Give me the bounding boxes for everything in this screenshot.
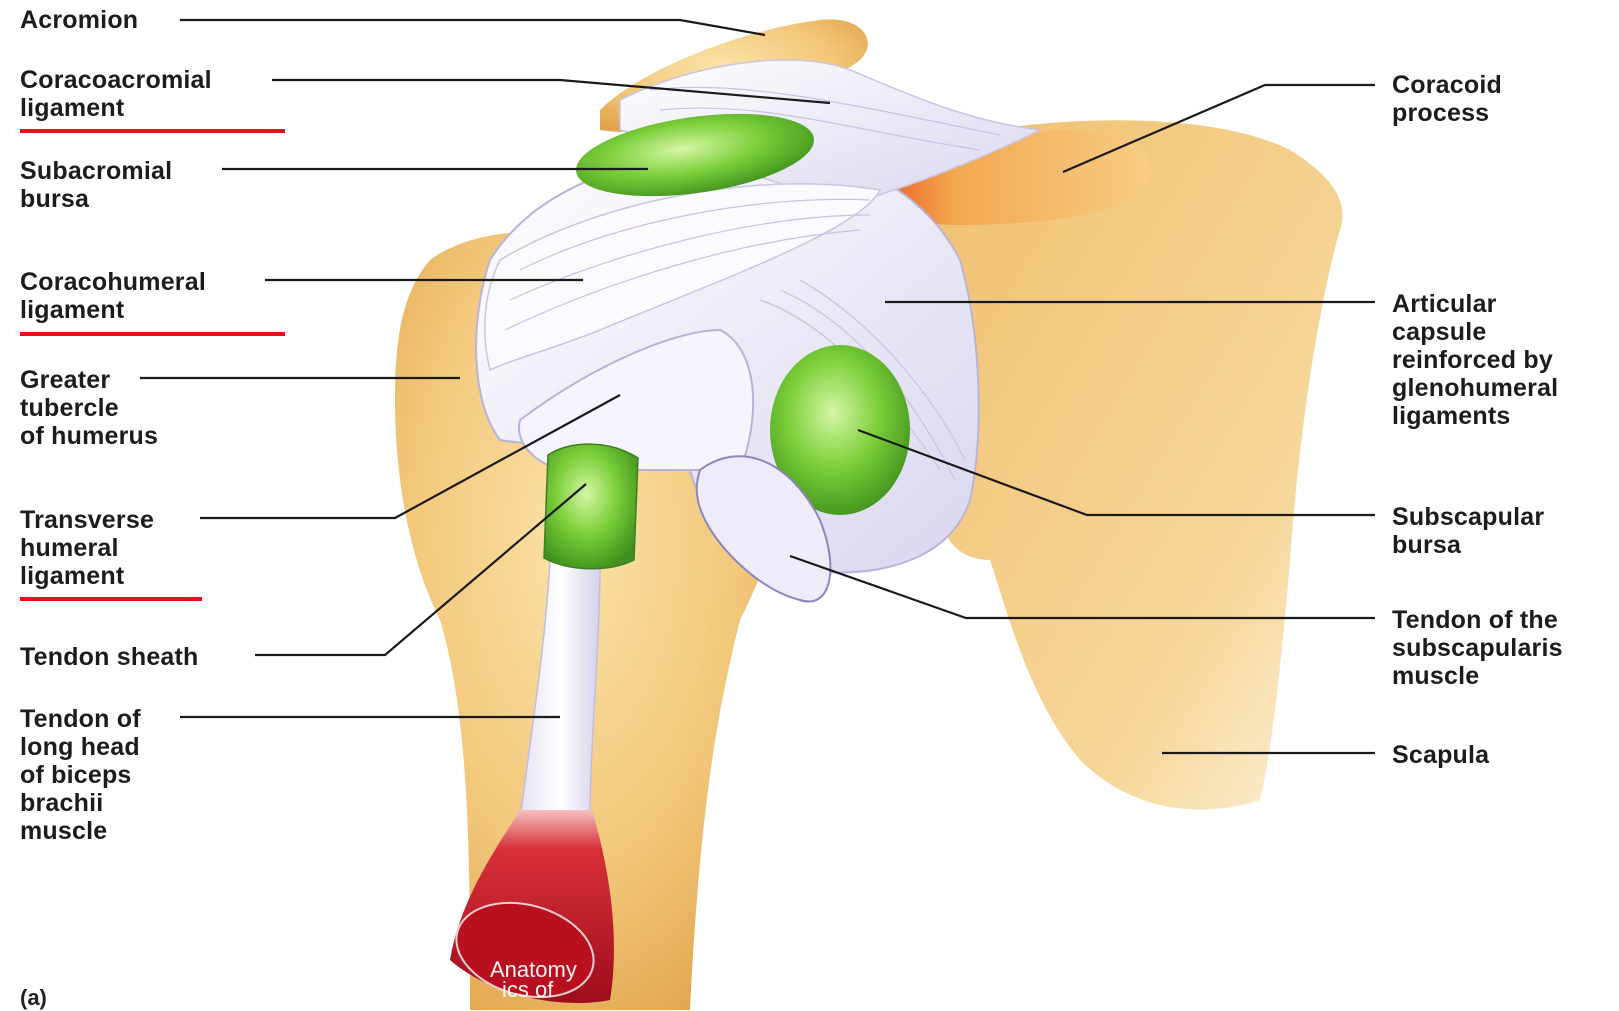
label-coracohumeral-ligament: Coracohumeral ligament bbox=[20, 268, 206, 324]
label-articular-line-4: glenohumeral bbox=[1392, 374, 1558, 402]
label-greater-tubercle-line-2: tubercle bbox=[20, 394, 158, 422]
label-subscapular-bursa-line-2: bursa bbox=[1392, 531, 1544, 559]
label-coracohumeral-line-1: Coracohumeral bbox=[20, 268, 206, 296]
label-transverse-line-2: humeral bbox=[20, 534, 154, 562]
label-subacromial-line-1: Subacromial bbox=[20, 157, 172, 185]
label-coracoacromial-line-2: ligament bbox=[20, 94, 212, 122]
panel-label: (a) bbox=[20, 985, 47, 1011]
label-biceps-line-1: Tendon of bbox=[20, 705, 141, 733]
label-coracoacromial-ligament: Coracoacromial ligament bbox=[20, 66, 212, 122]
label-subacromial-bursa: Subacromial bursa bbox=[20, 157, 172, 213]
label-biceps-line-5: muscle bbox=[20, 817, 141, 845]
label-acromion: Acromion bbox=[20, 6, 138, 34]
label-articular-line-1: Articular bbox=[1392, 290, 1558, 318]
label-acromion-line-1: Acromion bbox=[20, 6, 138, 34]
watermark: Anatomy ics of bbox=[490, 960, 577, 1000]
label-articular-capsule: Articular capsule reinforced by glenohum… bbox=[1392, 290, 1558, 430]
label-biceps-tendon: Tendon of long head of biceps brachii mu… bbox=[20, 705, 141, 845]
label-subscapularis-tendon: Tendon of the subscapularis muscle bbox=[1392, 606, 1563, 690]
label-subscapularis-line-2: subscapularis bbox=[1392, 634, 1563, 662]
label-greater-tubercle-line-1: Greater bbox=[20, 366, 158, 394]
label-coracoid-line-1: Coracoid bbox=[1392, 71, 1502, 99]
label-subscapularis-line-1: Tendon of the bbox=[1392, 606, 1563, 634]
label-subscapular-bursa-line-1: Subscapular bbox=[1392, 503, 1544, 531]
label-greater-tubercle-line-3: of humerus bbox=[20, 422, 158, 450]
label-greater-tubercle: Greater tubercle of humerus bbox=[20, 366, 158, 450]
label-transverse-humeral-ligament: Transverse humeral ligament bbox=[20, 506, 154, 590]
label-coracohumeral-line-2: ligament bbox=[20, 296, 206, 324]
leader-acromion bbox=[180, 20, 765, 35]
label-articular-line-5: ligaments bbox=[1392, 402, 1558, 430]
label-tendon-sheath-line-1: Tendon sheath bbox=[20, 643, 199, 671]
label-biceps-line-4: brachii bbox=[20, 789, 141, 817]
label-biceps-line-2: long head bbox=[20, 733, 141, 761]
label-tendon-sheath: Tendon sheath bbox=[20, 643, 199, 671]
watermark-line-2: ics of bbox=[490, 980, 577, 1000]
underline-coracohumeral bbox=[20, 332, 285, 336]
label-transverse-line-1: Transverse bbox=[20, 506, 154, 534]
label-coracoid-process: Coracoid process bbox=[1392, 71, 1502, 127]
label-articular-line-3: reinforced by bbox=[1392, 346, 1558, 374]
label-biceps-line-3: of biceps bbox=[20, 761, 141, 789]
underline-transverse bbox=[20, 597, 202, 601]
label-subscapularis-line-3: muscle bbox=[1392, 662, 1563, 690]
label-scapula: Scapula bbox=[1392, 741, 1489, 769]
label-coracoacromial-line-1: Coracoacromial bbox=[20, 66, 212, 94]
label-subscapular-bursa: Subscapular bursa bbox=[1392, 503, 1544, 559]
label-transverse-line-3: ligament bbox=[20, 562, 154, 590]
label-articular-line-2: capsule bbox=[1392, 318, 1558, 346]
underline-coracoacromial bbox=[20, 129, 285, 133]
label-scapula-line-1: Scapula bbox=[1392, 741, 1489, 769]
label-coracoid-line-2: process bbox=[1392, 99, 1502, 127]
label-subacromial-line-2: bursa bbox=[20, 185, 172, 213]
